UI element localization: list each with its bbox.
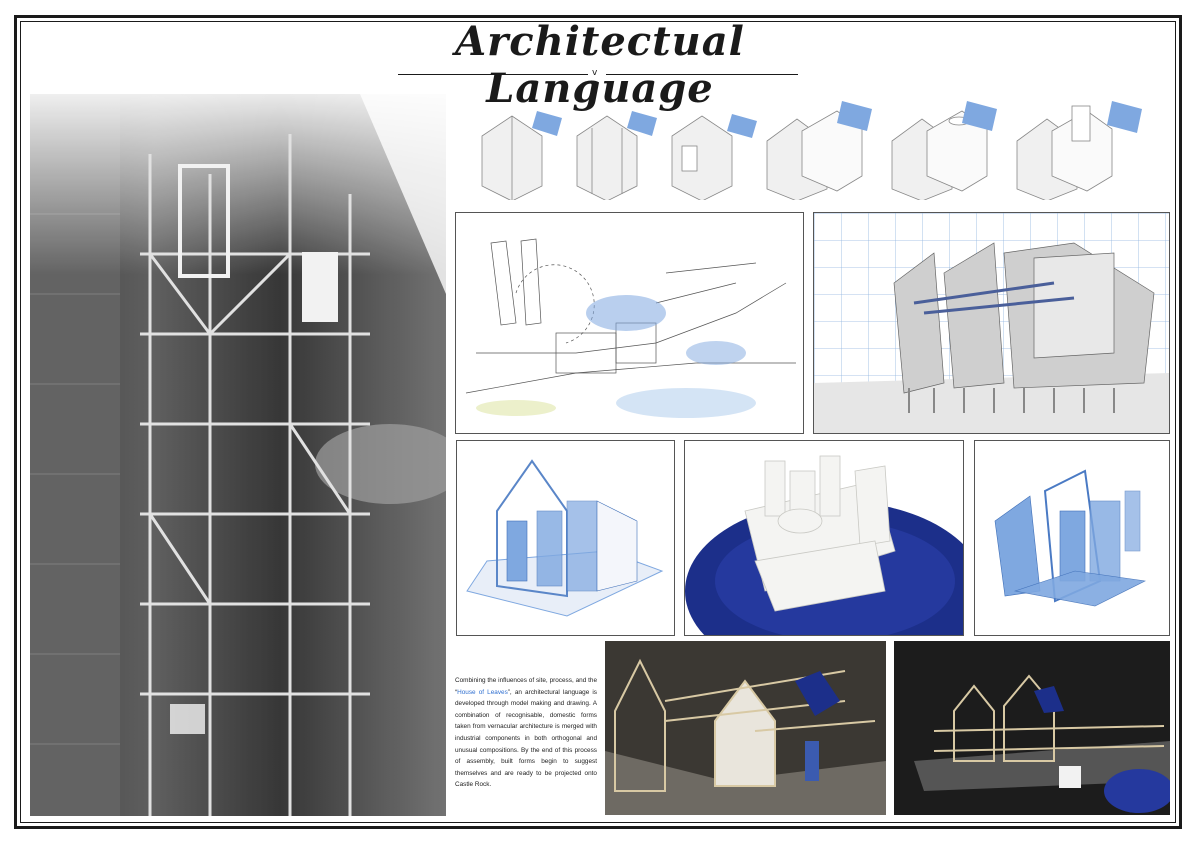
timber-model-photo-2: [894, 641, 1170, 815]
title-rule-right: [606, 74, 798, 75]
project-description: Combining the influences of site, proces…: [455, 675, 597, 791]
perspective-sketch: [455, 212, 804, 434]
description-highlight: House of Leaves: [457, 688, 508, 696]
description-text-before: Combining the influences of site, proces…: [455, 677, 597, 696]
title-mark: v: [592, 68, 598, 78]
blue-axonometric-right: [974, 440, 1170, 636]
description-text-after: ”, an architectural language is develope…: [455, 688, 597, 789]
outer-frame: [14, 15, 1182, 829]
title-rule-left: [398, 74, 588, 75]
inner-frame: [20, 21, 1176, 823]
timber-model-photo-1: [605, 641, 886, 815]
page-title: Architectual Language: [455, 18, 745, 112]
3d-print-model-photo: [684, 440, 964, 636]
grid-render: [813, 212, 1170, 434]
scaffolding-photo: [30, 94, 446, 816]
model-progression-strip: [462, 96, 1170, 200]
blue-axonometric-left: [456, 440, 675, 636]
